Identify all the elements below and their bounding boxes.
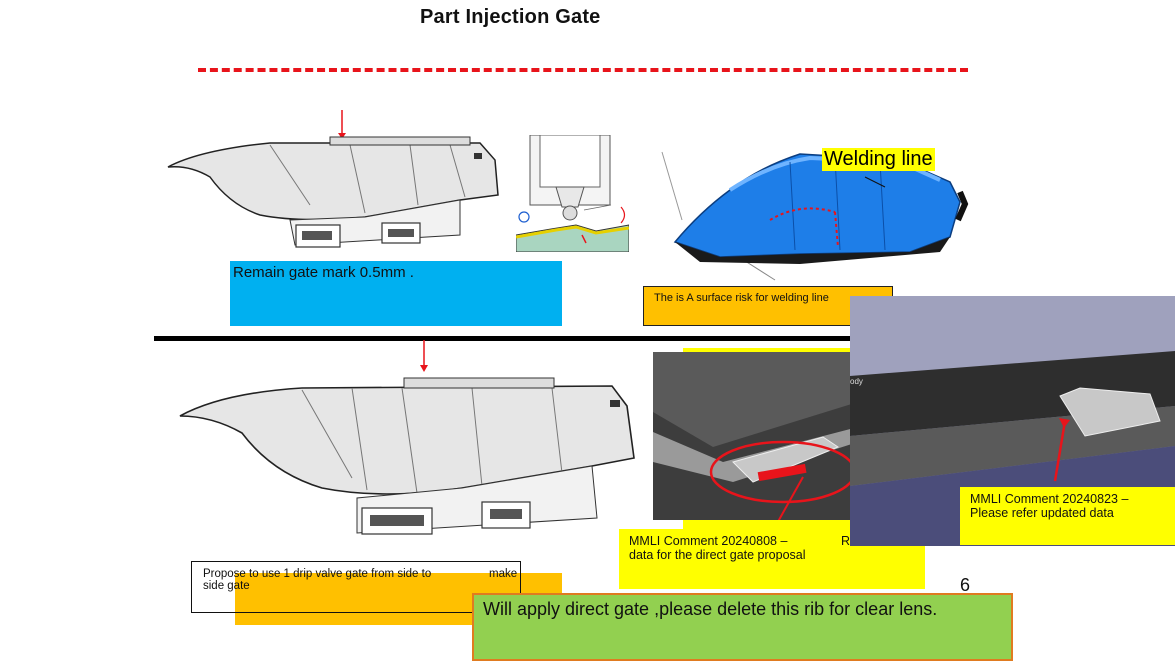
propose-note-line2: side gate (203, 580, 250, 592)
propose-note-tail: make (489, 568, 518, 580)
cad-screenshot-gate (653, 352, 858, 520)
mmli-comment-2-line1: MMLI Comment 20240823 – (970, 492, 1129, 506)
mmli-comment-2-line2: Please refer updated data (970, 506, 1114, 520)
dashed-red-line (198, 68, 968, 72)
cad-tag: ody (850, 377, 863, 386)
blue-part-drawing (661, 151, 969, 281)
remain-gate-note: Remain gate mark 0.5mm . (230, 261, 562, 326)
page-title: Part Injection Gate (420, 6, 601, 28)
lamp-drawing-bottom (179, 340, 635, 535)
mmli-comment-1-line1: MMLI Comment 20240808 – (629, 534, 788, 548)
section-divider (154, 336, 854, 341)
apply-direct-gate-note: Will apply direct gate ,please delete th… (472, 593, 1013, 661)
mmli-comment-20240823: MMLI Comment 20240823 – Please refer upd… (960, 487, 1175, 545)
mmli-comment-1-tail: R (841, 534, 851, 548)
gate-section-drawing (516, 135, 629, 252)
mmli-comment-1-line2: data for the direct gate proposal (629, 548, 806, 562)
welding-line-label: Welding line (822, 148, 935, 171)
propose-note: Propose to use 1 drip valve gate from si… (191, 561, 521, 613)
lamp-drawing-top (167, 110, 499, 248)
page-number: 6 (960, 575, 971, 595)
propose-note-line1: Propose to use 1 drip valve gate from si… (203, 568, 432, 580)
